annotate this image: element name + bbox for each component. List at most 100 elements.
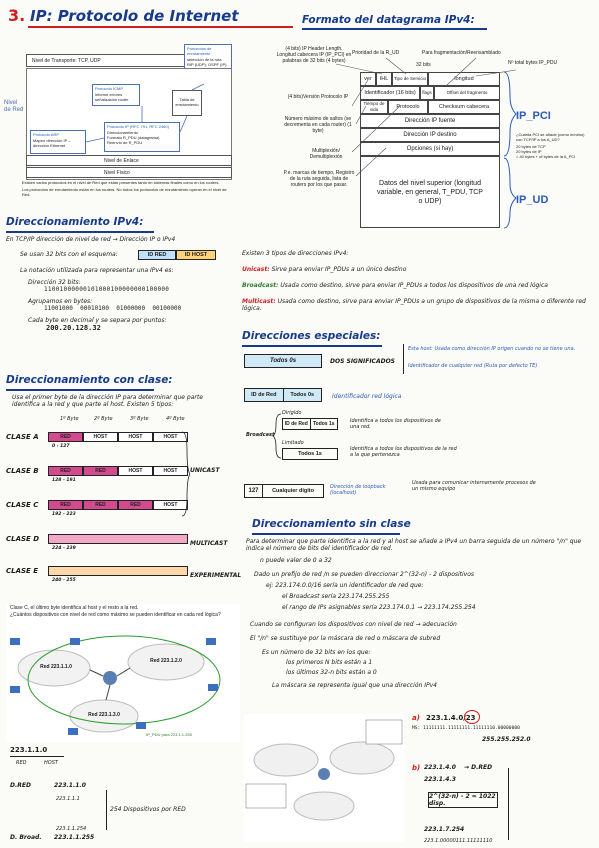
- title-number: 3.: [8, 6, 26, 25]
- broadcast-term: Broadcast:: [242, 282, 279, 289]
- exercise-b-addr: 223.1.4.0: [424, 764, 456, 771]
- zeros-meaning-b: Identificador de cualquier red (Ruta por…: [408, 363, 538, 369]
- datagram-title: Formato del datagrama IPv4:: [302, 14, 475, 26]
- unicast-desc: Sirve para enviar IP_PDUs a un único des…: [271, 266, 407, 273]
- side-question: ¿Cuánta PCI se añade (como mínimo) con T…: [516, 132, 585, 142]
- stack-note: Los protocolos de enrutamiento están en …: [22, 187, 227, 197]
- ip-item: Direccionamiento: [107, 130, 138, 135]
- exercise-b-broad: 223.1.4.3: [424, 776, 456, 783]
- class-cell: HOST: [153, 432, 188, 442]
- octets-value: 11001000 00010100 01000000 00100000: [44, 305, 182, 312]
- dg-offset: Offset del fragmento: [434, 86, 500, 100]
- version-note: (4 bits)Versión Protocolo IP: [287, 94, 349, 100]
- decimal-label: Cada byte en decimal y se separa por pun…: [28, 317, 167, 324]
- options-note: P.e. marcas de tiempo, Registro de la ru…: [283, 170, 355, 188]
- classless-line: n puede valer de 0 a 32: [260, 557, 332, 564]
- addressing-block: En TCP/IP dirección de nivel de red → Di…: [6, 236, 238, 333]
- zeros-box: Todos 0s: [244, 354, 322, 368]
- protocol-stack-figure: Nivel de Transporte: TCP, UDP Protocolos…: [4, 34, 232, 202]
- example-host: HOST: [44, 760, 58, 766]
- class-cell: RED: [48, 500, 83, 510]
- exercise-b-label: b): [412, 764, 421, 772]
- byte-header: 2º Byte: [94, 416, 113, 422]
- class-cell: RED: [48, 432, 83, 442]
- fragment-note: Para fragmentación/Reensamblado: [422, 50, 501, 56]
- network-figure: Clase C, el último byte identifica al ho…: [6, 604, 240, 742]
- octets-label: Agrupamos en bytes:: [28, 298, 93, 305]
- class-cell: HOST: [153, 466, 188, 476]
- total-bytes-note: Nº total bytes IP_PDU: [508, 60, 558, 66]
- class-name: CLASE E: [6, 567, 39, 575]
- class-cell: RED: [118, 500, 153, 510]
- ip-item: Reenvío de R_PDU: [107, 140, 143, 145]
- arp-box: Protocolo ARP Mapeo dirección IP – direc…: [30, 130, 86, 154]
- dg-version: ver: [360, 72, 376, 86]
- zeros-note: DOS SIGNIFICADOS: [330, 358, 396, 365]
- dg-checksum: Checksum cabecera: [428, 100, 500, 114]
- addr-line1: En TCP/IP dirección de nivel de red → Di…: [6, 236, 176, 243]
- classless-title: Direccionamiento sin clase: [252, 518, 411, 530]
- example-count: 254 Dispositivos por RED: [110, 806, 186, 813]
- classC-example: 223.1.1.0 RED HOST D.RED 223.1.1.0 223.1…: [10, 746, 240, 844]
- exercise-a-label: a): [412, 714, 420, 722]
- icmp-item: informe errores: [95, 92, 123, 97]
- class-fill: [49, 567, 187, 575]
- multicast-term: Multicast:: [242, 298, 276, 305]
- bits32-label: 32 bits: [416, 62, 431, 68]
- mux-note: Multiplexión/ Demultiplexión: [309, 148, 343, 160]
- class-range: 0 - 127: [52, 444, 70, 449]
- class-range: 224 - 239: [52, 546, 76, 551]
- class-cell: HOST: [118, 466, 153, 476]
- class-name: CLASE B: [6, 467, 39, 475]
- multicast-desc: Usada como destino, sirve para enviar IP…: [242, 298, 586, 312]
- classless-line: ej: 223.174.0.0/16 sería un identificado…: [266, 582, 424, 589]
- exercise-b-dred: → D.RED: [464, 764, 493, 771]
- arp-item: Mapeo dirección IP – dirección Ethernet: [33, 138, 71, 148]
- class-cell: HOST: [83, 432, 118, 442]
- example-range-end: 223.1.1.254: [56, 826, 87, 832]
- pci-side-note: ¿Cuánta PCI se añade (como mínimo) con T…: [516, 132, 590, 159]
- limitado-desc: Identifica a todos los dispositivos de l…: [350, 446, 457, 458]
- net-label: Red 223.1.1.0: [40, 664, 72, 670]
- network-layer-label: Nivel de Red: [4, 100, 24, 113]
- ihl-note: (4 bits) IP Header Length. Longitud cabe…: [276, 46, 352, 64]
- limitado-box: Todos 1s: [282, 448, 338, 460]
- dg-ttl: Tiempo de vida: [360, 100, 388, 114]
- example-dbroad: D. Broad.: [10, 834, 42, 841]
- class-cell: HOST: [118, 432, 153, 442]
- limitado-label: Limitado: [282, 440, 304, 446]
- example-dbroad-value: 223.1.1.255: [54, 834, 95, 841]
- class-name: CLASE C: [6, 501, 39, 509]
- title-text: IP: Protocolo de Internet: [30, 7, 239, 25]
- experimental-tag: EXPERIMENTAL: [190, 572, 242, 579]
- ip-item: Formato R_PDU (datagrama): [107, 135, 160, 140]
- net-label: Red 223.1.3.0: [88, 712, 120, 718]
- priority-note: Prioridad de la R_UD: [352, 50, 400, 56]
- class-cell: RED: [48, 466, 83, 476]
- example-red: RED: [16, 760, 27, 766]
- routing-table-label: Tabla de enrutamiento: [175, 97, 199, 107]
- dirigido-desc: Identifica a todos los dispositivos de u…: [350, 418, 441, 430]
- page-title: 3. IP: Protocolo de Internet: [8, 6, 308, 28]
- exercise-a-circle: [464, 710, 480, 724]
- zeros-meaning-a: Esta host: Usada como dirección IP orige…: [408, 346, 576, 352]
- unicast-tag: UNICAST: [190, 467, 220, 474]
- classless-block: Para determinar que parte identifica a l…: [246, 538, 592, 689]
- dg-flags: flags: [420, 86, 434, 100]
- fig-q1: Clase C, el último byte identifica al ho…: [10, 605, 139, 611]
- broadcast-desc: Usada como destino, sirve para enviar IP…: [280, 282, 548, 289]
- fig-caption: IP_PDU para 223.1.1.255: [146, 732, 192, 737]
- dirigido-ones: Todos 1s: [312, 421, 335, 427]
- routing-item: selección de la ruta: [187, 57, 222, 62]
- idred-note: Identificador red lógica: [332, 393, 402, 400]
- special-title: Direcciones especiales:: [242, 330, 381, 342]
- ttl-note: Número máximo de saltos (se decrementa e…: [284, 116, 352, 134]
- classless-line: El "/n" se sustituye por la máscara de r…: [250, 635, 441, 642]
- classless-line: La máscara se representa igual que una d…: [272, 682, 437, 689]
- icmp-box: Protocolo ICMP informe errores señalizac…: [92, 84, 140, 106]
- classless-line: los últimos 32-n bits están a 0: [286, 669, 377, 676]
- routing-table-box: Tabla de enrutamiento: [172, 90, 202, 116]
- example-range-start: 223.1.1.1: [56, 796, 80, 802]
- stack-notes: Existen varios protocolos en el nivel de…: [22, 180, 232, 197]
- binary-value: 11001000000101000100000000100000: [44, 286, 170, 293]
